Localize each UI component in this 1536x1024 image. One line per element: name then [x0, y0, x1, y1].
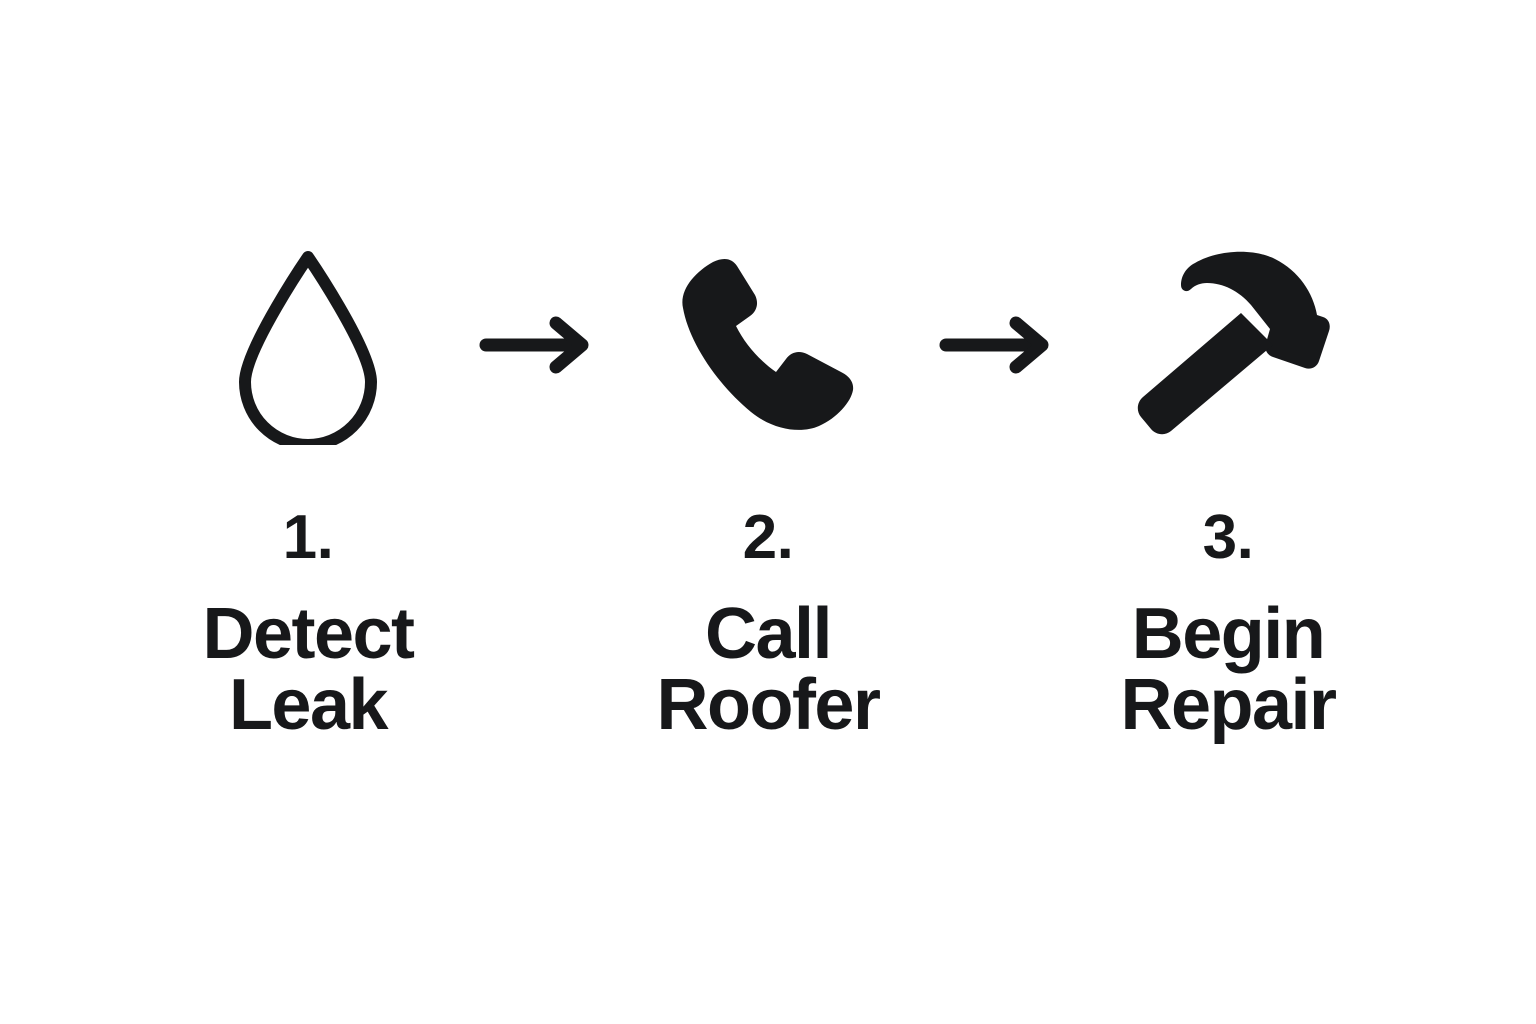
step-label-line-2: Roofer: [656, 665, 882, 746]
arrow-right-icon: [918, 245, 1078, 445]
step-label: Detect Leak: [202, 598, 415, 746]
arrow-right-icon: [458, 245, 618, 445]
step-number: 3.: [1202, 503, 1254, 572]
step-label: Call Roofer: [656, 598, 882, 746]
step-label-line-1: Detect: [202, 594, 415, 674]
step-number: 1.: [282, 503, 334, 572]
step-label-line-1: Begin: [1131, 594, 1326, 674]
step-2: 2. Call Roofer: [618, 0, 918, 742]
hammer-icon: [1118, 245, 1338, 445]
step-label-line-2: Leak: [228, 665, 389, 746]
step-1: 1. Detect Leak: [158, 0, 458, 742]
step-label-line-2: Repair: [1120, 665, 1337, 746]
step-label: Begin Repair: [1120, 598, 1337, 746]
step-3: 3. Begin Repair: [1078, 0, 1378, 742]
step-label-line-1: Call: [704, 594, 833, 674]
phone-handset-icon: [658, 245, 878, 445]
step-number: 2.: [742, 503, 794, 572]
water-droplet-icon: [198, 245, 418, 445]
